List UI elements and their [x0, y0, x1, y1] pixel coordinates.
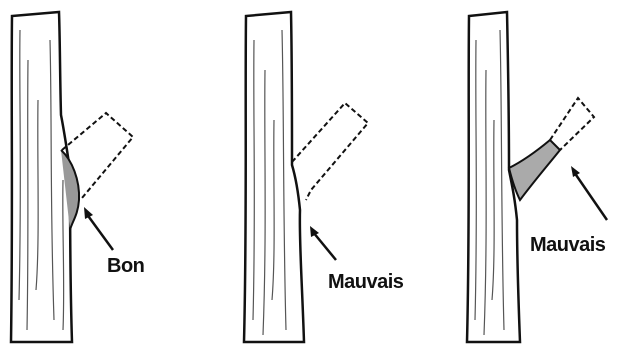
arrow-3: [574, 172, 607, 220]
arrowhead-1: [84, 207, 93, 219]
label-bad-flush: Mauvais: [328, 271, 403, 294]
label-bad-stub: Mauvais: [530, 234, 605, 257]
cut-branch-outline-3: [550, 98, 594, 150]
panel-bad-cut-stub: [467, 12, 607, 342]
cut-branch-outline-2: [292, 103, 368, 200]
arrow-2: [313, 232, 336, 260]
branch-stub-3: [509, 140, 560, 200]
panel-good-cut: [11, 12, 133, 342]
arrowhead-3: [571, 166, 580, 177]
label-good: Bon: [107, 255, 144, 278]
arrow-1: [86, 213, 113, 250]
